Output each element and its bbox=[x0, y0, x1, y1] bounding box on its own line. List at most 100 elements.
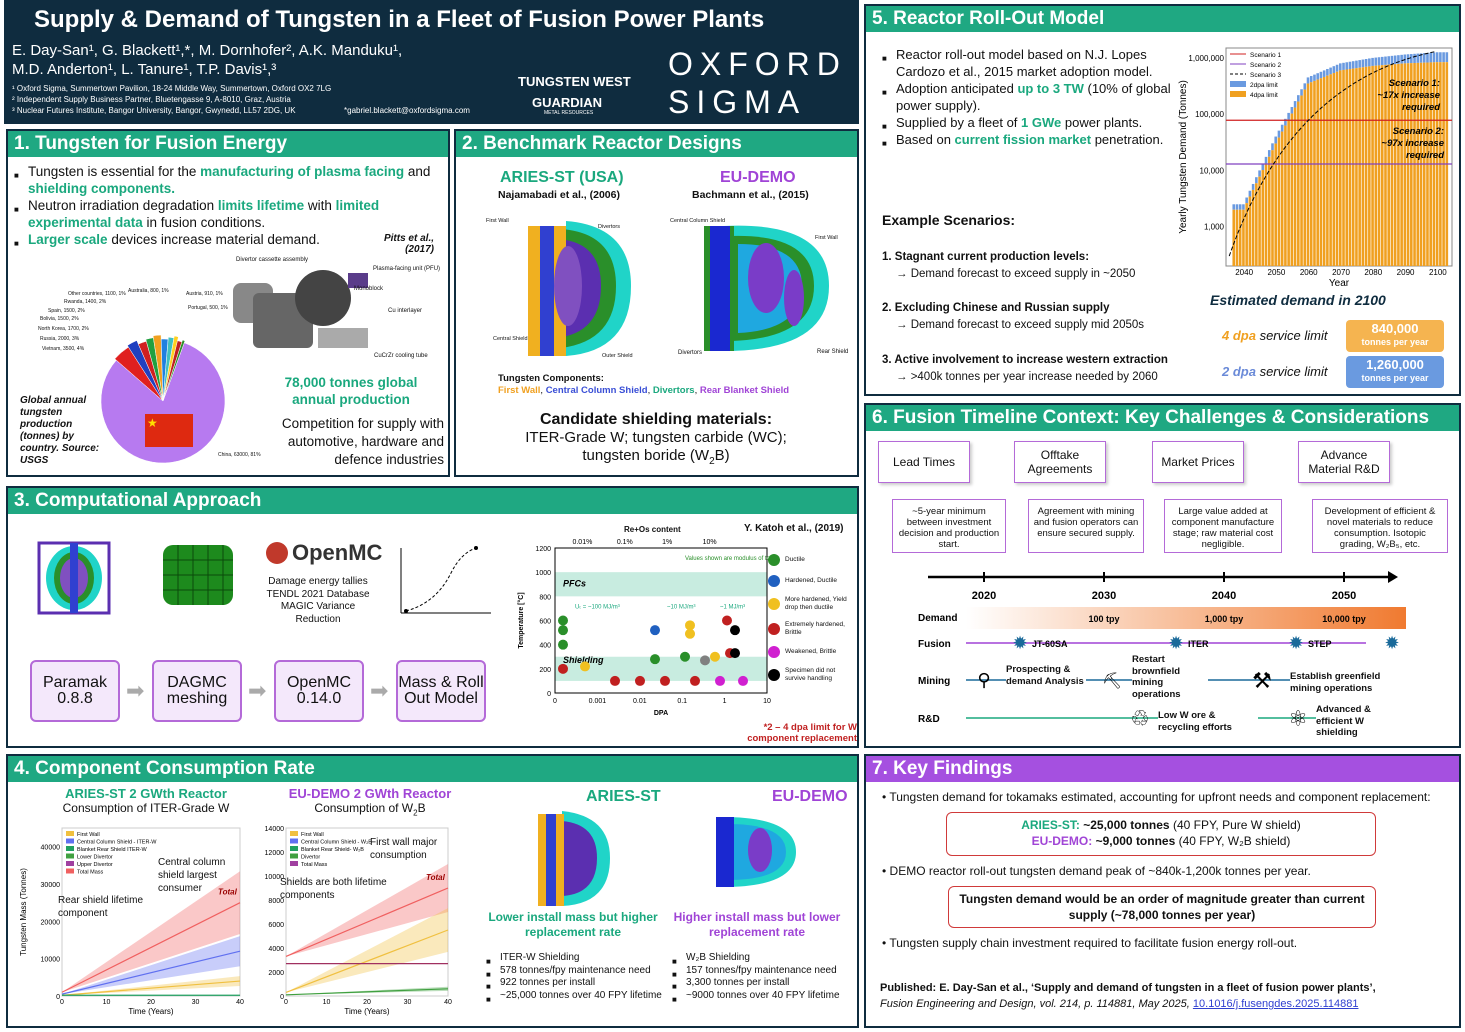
chart1-subtitle: Consumption of ITER-Grade W bbox=[62, 801, 230, 815]
finding-1: • Tungsten demand for tokamaks estimated… bbox=[882, 790, 1431, 804]
data-point bbox=[558, 625, 568, 636]
y-tick-label: 0 bbox=[56, 994, 60, 1001]
desc-lead-times: ~5-year minimum between investment decis… bbox=[892, 499, 1006, 553]
series-line bbox=[61, 950, 241, 995]
bar-4dpa bbox=[1339, 70, 1342, 266]
openmc-logo: OpenMC bbox=[266, 540, 382, 566]
bar-2dpa bbox=[1232, 204, 1236, 210]
bar-4dpa bbox=[1303, 89, 1307, 266]
reactor-label: Rear Shield bbox=[817, 349, 849, 355]
data-point bbox=[558, 615, 568, 626]
x-tick-label: 40 bbox=[444, 999, 452, 1006]
y-tick-label: 4000 bbox=[268, 946, 284, 953]
poster-title: Supply & Demand of Tungsten in a Fleet o… bbox=[34, 6, 765, 33]
panel-benchmark-designs: 2. Benchmark Reactor Designs ARIES-ST (U… bbox=[454, 129, 859, 477]
bar-4dpa bbox=[1290, 113, 1294, 267]
eu-demo-reactor-diagram bbox=[704, 225, 829, 351]
bar-2dpa bbox=[1432, 52, 1436, 63]
bar-4dpa bbox=[1364, 66, 1368, 267]
pie-label: Other countries, 1100, 1% bbox=[68, 291, 126, 297]
katoh-citation: Y. Katoh et al., (2019) bbox=[744, 523, 844, 534]
legend-label: Central Column Shield - W₂B bbox=[301, 840, 372, 846]
x-tick-label: 2060 bbox=[1300, 268, 1318, 277]
annotation-shields-lifetime: Shields are both lifetime components bbox=[280, 877, 387, 901]
openmc-icon bbox=[266, 542, 288, 564]
pie-label-china: China, 63000, 81% bbox=[218, 452, 261, 458]
panel-rollout-model: 5. Reactor Roll-Out Model Reactor roll-o… bbox=[864, 4, 1461, 396]
bar-4dpa bbox=[1274, 143, 1278, 266]
bar-4dpa bbox=[1319, 78, 1323, 266]
scenario3-line bbox=[1228, 51, 1436, 257]
flow-mass-model: Mass & Roll Out Model bbox=[396, 660, 486, 722]
estimated-demand-heading: Estimated demand in 2100 bbox=[1210, 292, 1386, 308]
aries-st-heading: ARIES-ST (USA) bbox=[500, 169, 624, 186]
data-point bbox=[680, 651, 690, 662]
legend-label: First Wall bbox=[77, 832, 100, 838]
legend-brittle: Extremely hardened, Brittle bbox=[768, 621, 856, 637]
data-point bbox=[700, 655, 710, 666]
diagram-part bbox=[348, 273, 368, 288]
desc-advance-rd: Development of efficient & novel materia… bbox=[1312, 499, 1448, 553]
bullet: Neutron irradiation degradation limits l… bbox=[14, 197, 434, 231]
diagram-label: CuCrZr cooling tube bbox=[374, 353, 428, 359]
reactor-label: First Wall bbox=[486, 218, 509, 224]
bar-2dpa bbox=[1419, 53, 1423, 63]
x-tick-label: 20 bbox=[147, 999, 155, 1006]
toughness-label: Uₜ = ~100 MJ/m³ bbox=[575, 604, 620, 610]
pie-caption: Global annual tungsten production (tonne… bbox=[20, 395, 100, 466]
bar-2dpa bbox=[1258, 170, 1261, 177]
pie-label: North Korea, 1700, 2% bbox=[38, 326, 89, 332]
mine-cart-icon: ⛏ bbox=[1102, 671, 1122, 690]
bar-2dpa bbox=[1390, 55, 1394, 65]
bar-2dpa bbox=[1316, 73, 1319, 80]
bar-2dpa bbox=[1426, 52, 1429, 63]
demand-value: 1,000 tpy bbox=[1205, 614, 1244, 624]
bullet: Tungsten is essential for the manufactur… bbox=[14, 163, 434, 197]
y-tick-label: 10,000 bbox=[1200, 166, 1225, 175]
bar-2dpa bbox=[1242, 204, 1245, 210]
eu-demo-heading: EU-DEMO bbox=[720, 169, 796, 186]
diagram-label: Divertor cassette assembly bbox=[236, 257, 309, 263]
bar-4dpa bbox=[1258, 176, 1261, 266]
box-offtake: Offtake Agreements bbox=[1014, 441, 1106, 483]
pfc-region bbox=[555, 572, 767, 597]
fusion-milestone: JT-60SA bbox=[1032, 639, 1068, 649]
legend-failed: Specimen did not survive handling bbox=[768, 667, 856, 683]
mining-greenfield: Establish greenfield mining operations bbox=[1290, 671, 1410, 694]
fact: 3,300 tonnes per install bbox=[672, 977, 852, 993]
candidate-heading: Candidate shielding materials: bbox=[539, 411, 773, 428]
legend-swatch bbox=[66, 868, 74, 874]
plot-frame bbox=[61, 827, 241, 997]
bar-2dpa bbox=[1339, 63, 1342, 71]
row-label-demand: Demand bbox=[918, 613, 957, 624]
data-point bbox=[685, 628, 695, 639]
row-label-mining: Mining bbox=[918, 676, 950, 687]
mining-prospecting: Prospecting & demand Analysis bbox=[1006, 664, 1086, 687]
x-tick-label: 20 bbox=[363, 999, 371, 1006]
series-line bbox=[61, 980, 241, 996]
bar-4dpa bbox=[1297, 101, 1300, 266]
bar-2dpa bbox=[1319, 71, 1323, 79]
bullet: Larger scale devices increase material d… bbox=[14, 231, 434, 252]
fact: ITER-W Shielding bbox=[486, 952, 666, 968]
bar-2dpa bbox=[1442, 52, 1445, 63]
shielding-label: Shielding bbox=[563, 655, 604, 665]
rd-low-w-ore: Low W ore & recycling efforts bbox=[1158, 710, 1258, 733]
bar-2dpa bbox=[1348, 61, 1352, 70]
y-axis-label: Tungsten Mass (Tonnes) bbox=[19, 868, 28, 956]
gear-icon: ✹ bbox=[1168, 633, 1183, 654]
gear-icon: ✹ bbox=[1288, 633, 1303, 654]
y-axis-label: Temperature [°C] bbox=[517, 592, 525, 648]
bar-4dpa bbox=[1293, 107, 1297, 266]
pie-slice-spain bbox=[152, 334, 164, 402]
bar-2dpa bbox=[1435, 52, 1439, 63]
legend-swatch bbox=[66, 846, 74, 851]
doi-link[interactable]: 10.1016/j.fusengdes.2025.114881 bbox=[1192, 998, 1359, 1010]
legend-swatch bbox=[290, 861, 298, 866]
bar-2dpa bbox=[1293, 101, 1297, 108]
row-label-fusion: Fusion bbox=[918, 639, 951, 650]
scenario2-annotation: required bbox=[1406, 150, 1444, 161]
bar-2dpa bbox=[1368, 58, 1371, 67]
panel4-title: 4. Component Consumption Rate bbox=[8, 756, 857, 782]
data-point bbox=[580, 661, 590, 672]
